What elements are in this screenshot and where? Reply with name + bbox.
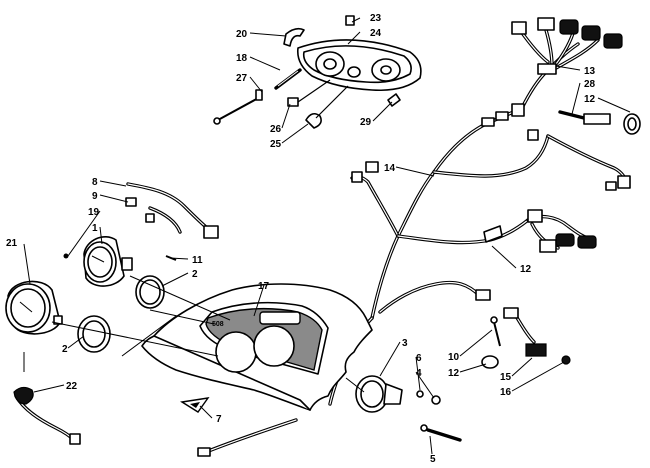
connector-cluster [511,17,641,135]
callout-18: 18 [236,53,248,64]
gauge-bezel-ring-lower [77,315,111,353]
callout-2-lower: 2 [62,344,68,355]
gauge-light-harness [13,386,81,445]
callout-26: 26 [270,124,282,135]
callout-1: 1 [92,223,98,234]
callout-23: 23 [370,13,382,24]
callout-11: 11 [192,255,203,266]
callout-12-bottom: 12 [448,368,460,379]
gauge-bezel-ring-upper [135,275,165,309]
callout-24: 24 [370,28,382,39]
callout-8: 8 [92,177,98,188]
switch-connector-assembly [481,307,571,369]
callout-13: 13 [584,66,596,77]
callout-6: 6 [416,353,422,364]
callout-12-top: 12 [584,94,596,105]
callout-9: 9 [92,191,98,202]
callout-12-mid: 12 [520,264,532,275]
callout-5: 5 [430,454,436,465]
dash-panel: 508 [141,283,373,413]
callout-21: 21 [6,238,18,249]
callout-7: 7 [216,414,222,425]
callout-22: 22 [66,381,78,392]
leader-lines [23,17,631,455]
callout-17: 17 [258,281,270,292]
callout-19: 19 [88,207,100,218]
tachometer-gauge [83,236,133,287]
callout-3: 3 [402,338,408,349]
headlight-assembly [213,15,422,129]
callout-27: 27 [236,73,248,84]
callout-labels: 20 23 24 18 27 26 25 29 13 28 12 14 8 9 … [6,13,596,465]
callout-10: 10 [448,352,460,363]
gauge-harness [63,182,219,261]
callout-2-upper: 2 [192,269,198,280]
callout-29: 29 [360,117,372,128]
speedometer-gauge [5,280,63,335]
callout-25: 25 [270,139,282,150]
callout-28: 28 [584,79,596,90]
callout-14: 14 [384,163,396,174]
panel-mark-text: 508 [212,321,224,328]
right-connectors [526,209,597,253]
callout-4: 4 [416,368,422,379]
callout-20: 20 [236,29,248,40]
lower-lead-connector [197,447,211,457]
ignition-switch [355,375,462,442]
callout-15: 15 [500,372,512,383]
callout-16: 16 [500,387,512,398]
